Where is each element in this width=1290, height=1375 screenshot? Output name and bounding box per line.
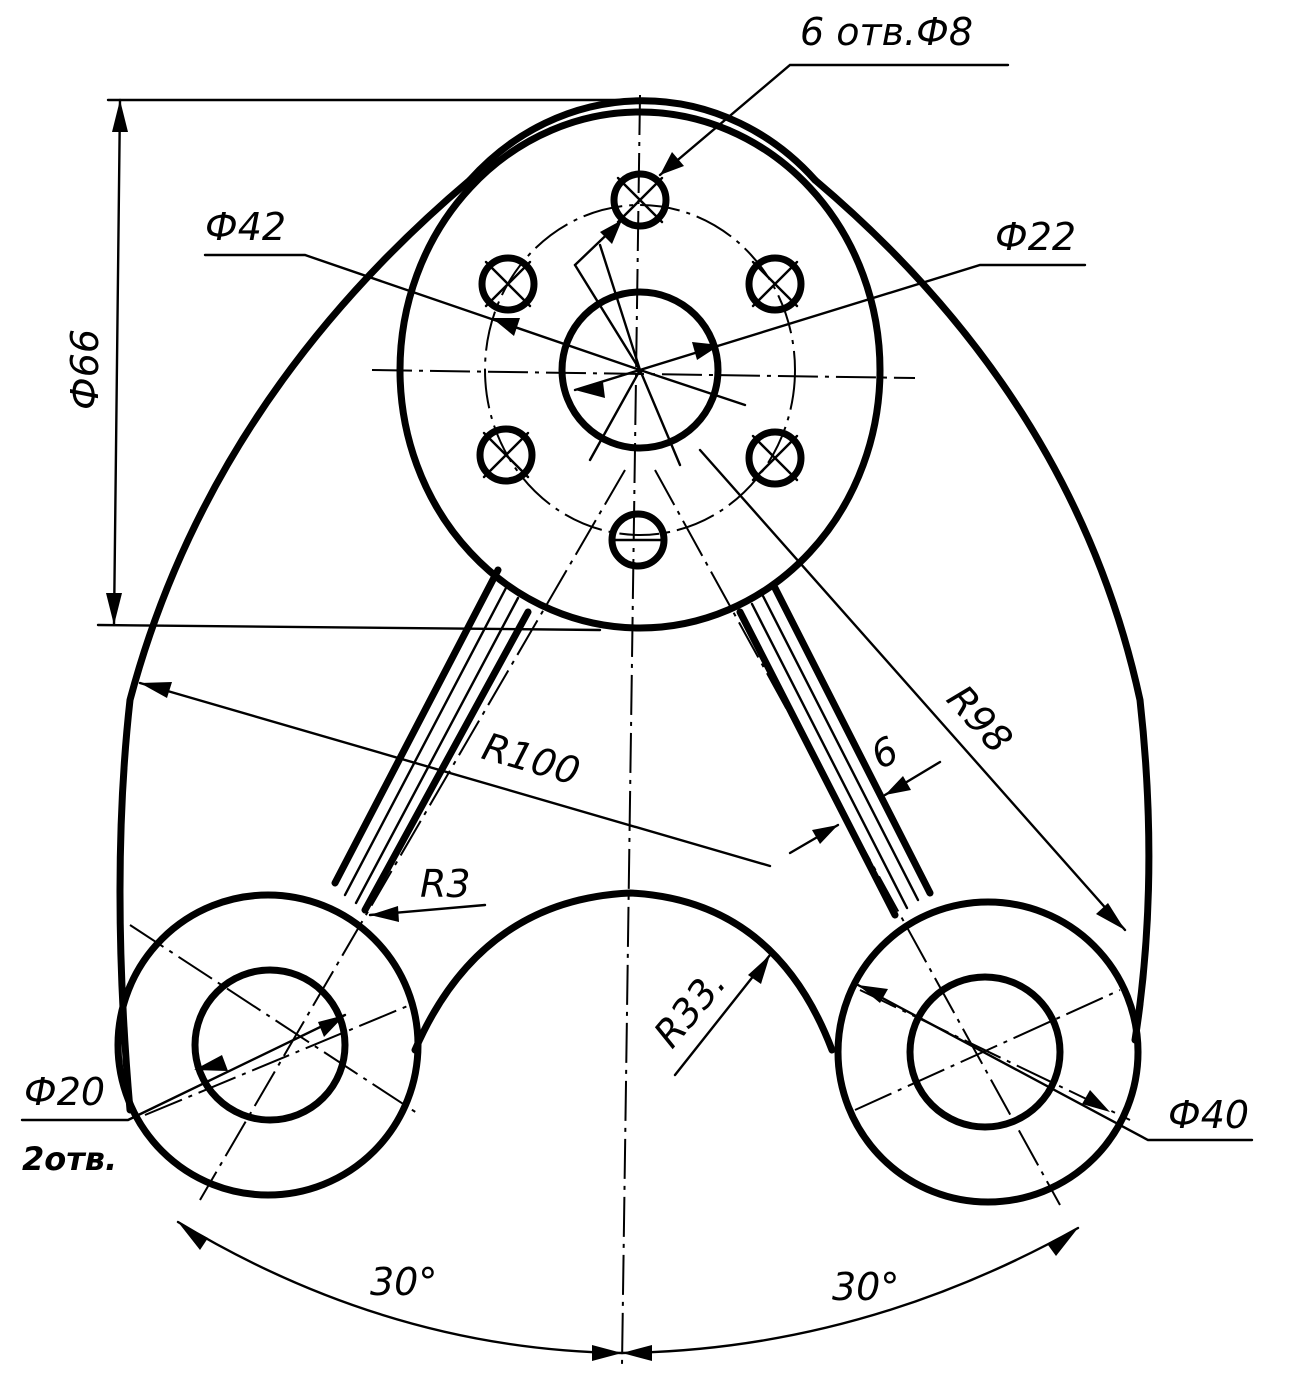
center-lines [129,94,1131,1366]
dim-d66: Ф66 [63,98,622,632]
bolt-hole-lower-left [476,425,536,485]
right-boss-hole [906,973,1064,1131]
right-boss-circle [834,898,1142,1206]
outer-contour-left-arc [116,176,474,1114]
label-r98: R98 [938,677,1021,762]
outer-contour-right-arc [811,176,1153,1044]
dim-d42: Ф42 [203,205,642,372]
bolt-hole-lower-right [745,428,805,488]
dim-d40: Ф40 [856,983,1254,1142]
bolt-circle-centerline [484,204,796,536]
label-r100: R100 [478,724,585,794]
dim-r100: R100 [138,681,772,868]
right-arm [736,584,934,919]
bolt-holes [476,170,805,570]
label-d42: Ф42 [205,205,286,249]
label-angle-left: 30° [370,1260,437,1304]
dim-r33: R33. [645,953,772,1077]
dim-d20: Ф20 2отв. [20,1013,347,1178]
dim-angles: 30° 30° [176,1220,1080,1361]
label-r33: R33. [645,961,735,1056]
label-holes-6: 6 отв.Ф8 [800,10,973,54]
top-hub-arc [466,97,819,184]
label-d22: Ф22 [995,215,1076,259]
left-arm [331,566,532,914]
bolt-hole-upper-right [745,254,805,314]
dim-r3: R3 [368,862,487,922]
dim-holes-6: 6 отв.Ф8 [573,10,1010,267]
bolt-hole-top [610,170,670,230]
bolt-hole-upper-left [478,254,538,314]
label-angle-right: 30° [832,1265,899,1309]
label-d66: Ф66 [63,329,107,410]
label-d40: Ф40 [1168,1093,1249,1137]
hub-radial-lines [573,243,747,467]
bolt-hole-crosses [482,176,799,542]
label-holes-2: 2отв. [22,1140,117,1178]
left-boss-circle [114,891,422,1199]
left-boss-hole [191,966,349,1124]
label-d20: Ф20 [24,1070,105,1114]
central-bore-circle [558,288,722,452]
dim-d22: Ф22 [573,215,1087,398]
middle-arch-r33 [411,889,836,1054]
label-r3: R3 [420,862,471,906]
